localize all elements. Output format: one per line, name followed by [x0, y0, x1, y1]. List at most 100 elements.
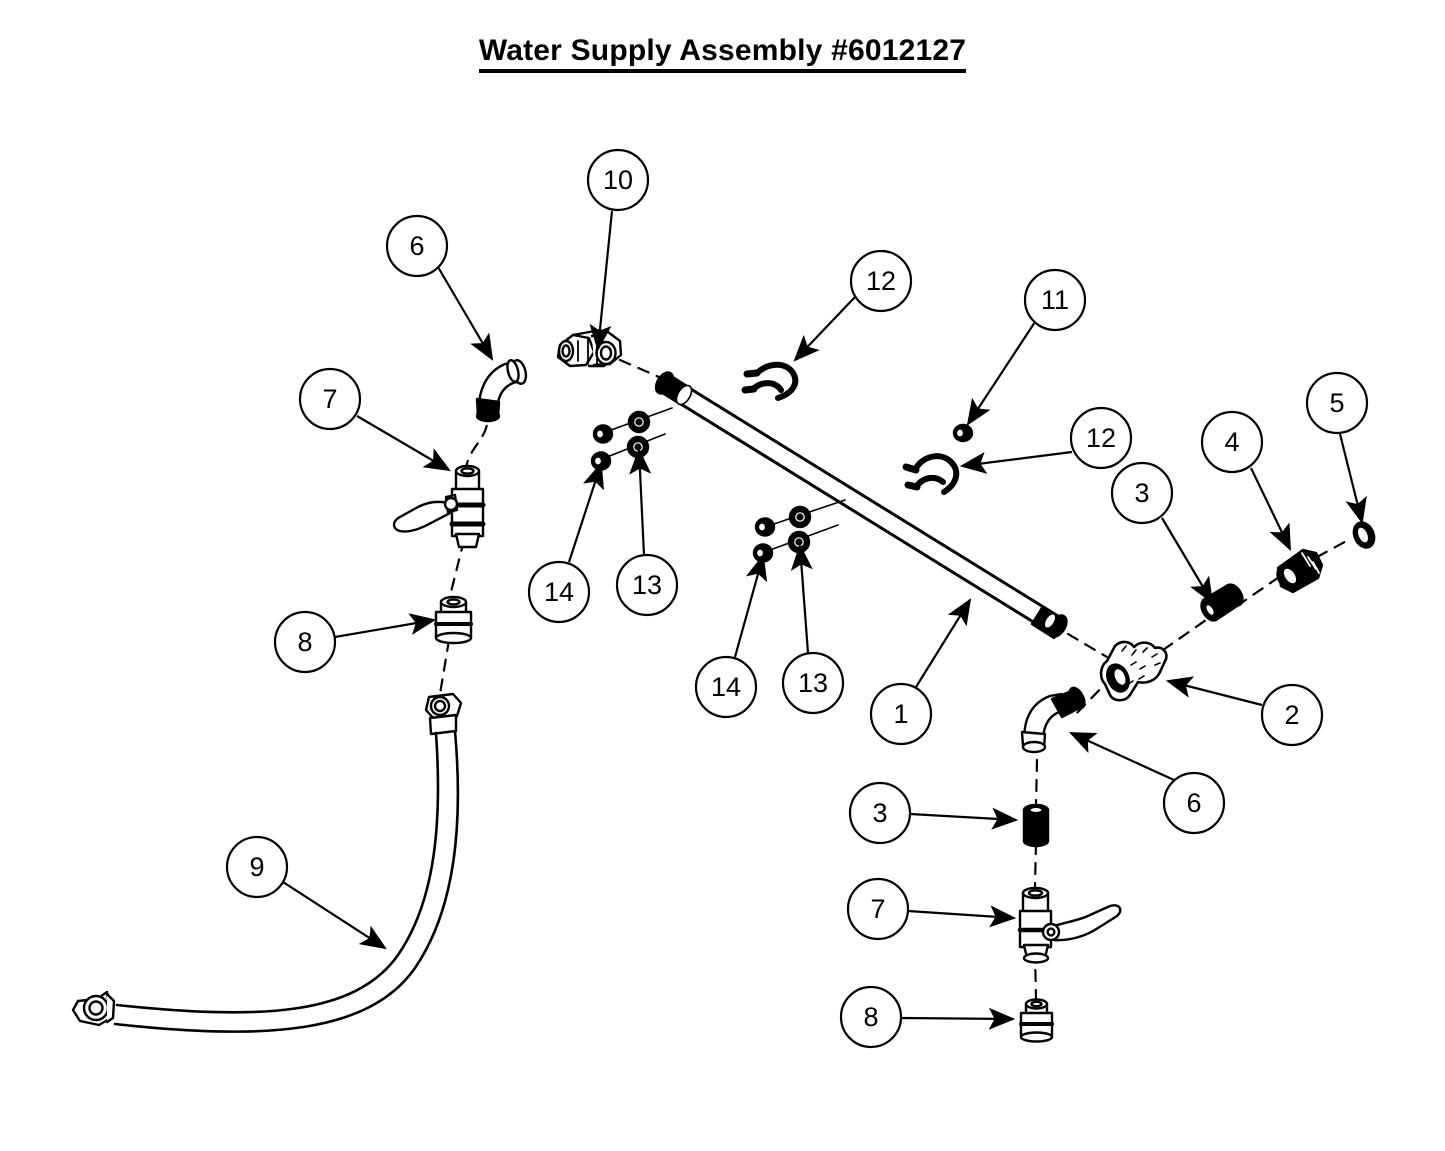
callout-label: 7 — [870, 894, 885, 924]
callout-label: 14 — [544, 577, 574, 607]
callout-circle[interactable] — [694, 655, 758, 719]
callout-4-knurled-cap[interactable]: 4 — [1200, 410, 1264, 474]
callout-circle[interactable] — [846, 877, 910, 941]
callout-2-tee-fitting[interactable]: 2 — [1260, 683, 1324, 747]
callout-label: 12 — [866, 266, 896, 296]
leader-7-left — [356, 415, 451, 472]
part-6-elbow-right — [1020, 686, 1086, 754]
callout-circle[interactable] — [781, 651, 845, 715]
callout-circle[interactable] — [586, 148, 650, 212]
callout-circle[interactable] — [869, 682, 933, 746]
callout-7-ball-valve-right[interactable]: 7 — [846, 877, 910, 941]
leader-2 — [1165, 676, 1263, 707]
callout-12-clamp-upper[interactable]: 12 — [849, 249, 913, 313]
callout-13-washer-mid[interactable]: 13 — [781, 651, 845, 715]
centerlines — [438, 358, 1354, 1002]
leader-6-right — [1068, 731, 1175, 782]
callout-3-nipple-upper[interactable]: 3 — [1110, 461, 1174, 525]
callout-label: 10 — [603, 165, 633, 195]
callout-8-coupling-left[interactable]: 8 — [273, 610, 337, 674]
callout-13-washer-left[interactable]: 13 — [615, 553, 679, 617]
leader-5 — [1338, 433, 1367, 525]
part-7-ball-valve-left — [392, 464, 486, 549]
part-12-u-bolt-lower — [902, 453, 960, 495]
leader-14-left — [567, 461, 604, 563]
leader-11 — [966, 321, 1036, 426]
leader-6-left — [437, 266, 494, 361]
part-group-13-14-middle — [752, 499, 846, 563]
callout-label: 11 — [1041, 285, 1069, 315]
part-group-13-14-left — [590, 407, 673, 471]
part-10-street-elbow — [556, 328, 623, 368]
part-9-hose — [71, 692, 463, 1033]
callout-circle[interactable] — [615, 553, 679, 617]
leader-3-lower — [909, 807, 1019, 830]
callout-circle[interactable] — [298, 367, 362, 431]
callout-label: 5 — [1329, 388, 1344, 418]
page-title-text: Water Supply Assembly #6012127 — [478, 34, 967, 73]
leader-7-right — [907, 905, 1017, 928]
callout-label: 14 — [711, 672, 741, 702]
callout-circle[interactable] — [1200, 410, 1264, 474]
leader-13-left — [629, 447, 652, 556]
leader-4 — [1250, 467, 1291, 551]
callout-circle[interactable] — [839, 985, 903, 1049]
leader-3-upper — [1161, 517, 1214, 604]
part-8-coupling-left — [434, 595, 473, 645]
callout-circle[interactable] — [527, 560, 591, 624]
callout-circle[interactable] — [849, 249, 913, 313]
callout-1-pipe[interactable]: 1 — [869, 682, 933, 746]
callout-9-hose[interactable]: 9 — [225, 835, 289, 899]
callout-5-washer[interactable]: 5 — [1305, 371, 1369, 435]
callout-circle[interactable] — [225, 835, 289, 899]
part-7-ball-valve-right — [1017, 886, 1122, 964]
callout-circle[interactable] — [1305, 371, 1369, 435]
callout-label: 13 — [798, 668, 828, 698]
leader-12-lower — [959, 450, 1073, 474]
callout-label: 4 — [1224, 427, 1239, 457]
callout-3-nipple-lower[interactable]: 3 — [848, 781, 912, 845]
leader-8-right — [900, 1007, 1016, 1030]
callout-label: 13 — [632, 570, 662, 600]
callout-8-coupling-right[interactable]: 8 — [839, 985, 903, 1049]
callout-label: 2 — [1284, 700, 1299, 730]
part-5-washer-seal — [1352, 521, 1376, 549]
callout-circle[interactable] — [848, 781, 912, 845]
leader-lines — [282, 210, 1367, 1030]
callout-7-ball-valve-left[interactable]: 7 — [298, 367, 362, 431]
leader-14-mid — [733, 553, 768, 658]
part-2-tee-fitting — [1099, 640, 1168, 702]
part-4-knurled-cap — [1276, 548, 1324, 594]
callout-10-street-elbow[interactable]: 10 — [586, 148, 650, 212]
callout-label: 3 — [872, 798, 887, 828]
callout-label: 9 — [249, 852, 264, 882]
part-6-elbow-left — [475, 359, 528, 423]
callout-circle[interactable] — [273, 610, 337, 674]
parts-geometry — [71, 328, 1376, 1043]
callout-circle[interactable] — [1162, 771, 1226, 835]
callout-14-nut-left[interactable]: 14 — [527, 560, 591, 624]
leader-9 — [282, 881, 387, 950]
callout-circle[interactable] — [1110, 461, 1174, 525]
callout-6-elbow-right[interactable]: 6 — [1162, 771, 1226, 835]
leader-12-upper — [793, 296, 856, 362]
part-11-nut — [952, 423, 974, 443]
callout-circle[interactable] — [1069, 406, 1133, 470]
part-12-u-bolt-upper — [741, 361, 799, 401]
part-1-pipe — [654, 371, 1068, 640]
callout-label: 6 — [1186, 788, 1201, 818]
callout-circle[interactable] — [1260, 683, 1324, 747]
part-3-nipple-lower — [1022, 803, 1050, 848]
callout-circle[interactable] — [1023, 268, 1087, 332]
callout-circle[interactable] — [385, 214, 449, 278]
callout-12-clamp-lower[interactable]: 12 — [1069, 406, 1133, 470]
leader-10 — [589, 210, 614, 352]
callout-6-elbow-left[interactable]: 6 — [385, 214, 449, 278]
callout-11-nut[interactable]: 11 — [1023, 268, 1087, 332]
callout-label: 6 — [409, 231, 424, 261]
callout-14-nut-mid[interactable]: 14 — [694, 655, 758, 719]
part-8-coupling-right — [1019, 998, 1054, 1043]
callout-label: 12 — [1086, 423, 1116, 453]
